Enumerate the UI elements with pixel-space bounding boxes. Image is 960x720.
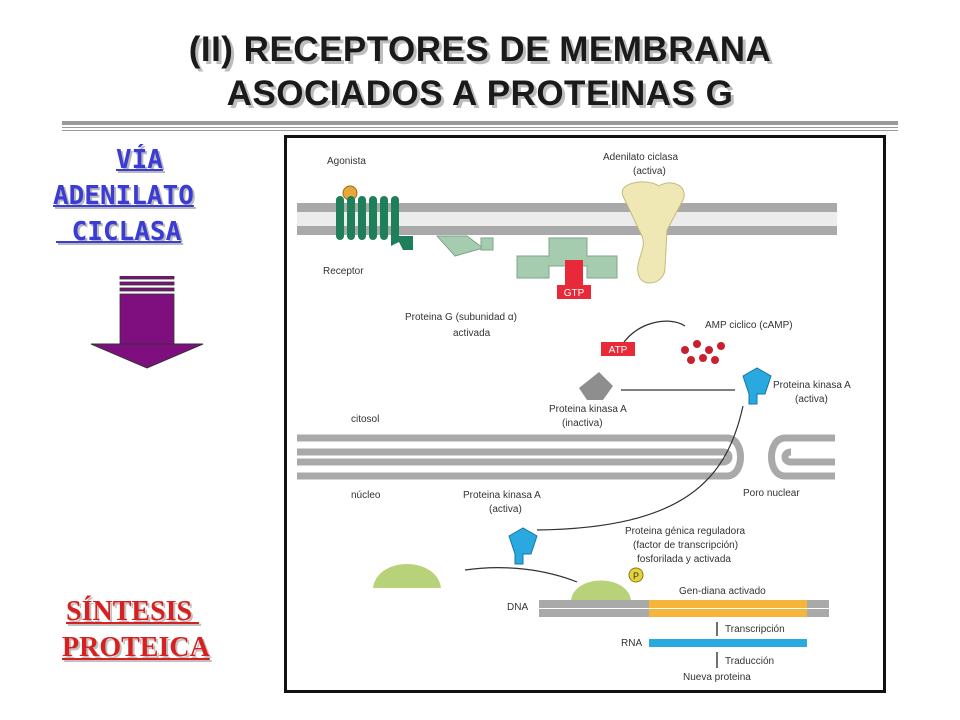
membrane-outer: [297, 203, 837, 212]
rna-label: RNA: [621, 638, 642, 649]
gtp-label: GTP: [564, 288, 585, 299]
pka-inactive-label-2: (inactiva): [562, 418, 603, 429]
title-rule-thin: [62, 127, 898, 128]
title-text: (II) RECEPTORES DE MEMBRANA: [188, 30, 772, 69]
gtp-block-icon: [565, 260, 583, 286]
title-shadow: ASOCIADOS A PROTEINAS G: [229, 77, 737, 116]
rna-strand: [649, 639, 807, 647]
dna-gene-strand: [649, 609, 807, 617]
receptor-icon: [336, 196, 413, 250]
membrane-inner: [297, 226, 837, 235]
phosphate-icon: [628, 567, 644, 583]
dna-strand-right: [807, 600, 829, 608]
pka-inactive-icon: [579, 372, 613, 400]
diagram-svg: Agonista Receptor GTP Proteina G (subuni…: [297, 152, 851, 683]
slide-title-line-1: (II) RECEPTORES DE MEMBRANA (II) RECEPTO…: [0, 30, 960, 72]
pka-active-label-2: (activa): [795, 394, 828, 405]
reg-label-1: Proteina génica reguladora: [625, 526, 746, 537]
proteina-g-label-1: Proteina G (subunidad α): [405, 312, 517, 323]
gtp-box: [557, 285, 591, 299]
g-alpha-icon: [516, 237, 618, 279]
p-label: P: [633, 571, 639, 581]
dna-label: DNA: [507, 602, 528, 613]
nuclear-envelope: [297, 434, 835, 480]
via-label-3: CICLASA: [56, 217, 182, 247]
g-beta-gamma-icon: [435, 235, 485, 257]
poro-nuclear-label: Poro nuclear: [743, 488, 800, 499]
receptor-label: Receptor: [323, 266, 364, 277]
sintesis-label-1: SÍNTESIS: [66, 596, 200, 627]
dna-strand-left: [539, 609, 649, 617]
camp-label: AMP ciclico (cAMP): [705, 320, 793, 331]
pka-nuc-label-1: Proteina kinasa A: [463, 490, 541, 501]
atp-label: ATP: [609, 345, 628, 356]
pka-active-icon: [742, 367, 772, 405]
gen-diana-label: Gen-diana activado: [679, 586, 766, 597]
transcripcion-label: Transcripción: [725, 624, 785, 635]
title-shadow: (II) RECEPTORES DE MEMBRANA: [191, 33, 775, 72]
citosol-label: citosol: [351, 414, 379, 425]
traduccion-label: Traducción: [725, 656, 774, 667]
dna-strand-left: [539, 600, 649, 608]
membrane-core: [297, 212, 837, 226]
sintesis-label-2: PROTEICA: [62, 632, 210, 663]
regulatory-protein-inactive-icon: [373, 564, 441, 588]
pka-nucleus-arrow: [536, 405, 744, 531]
proteina-g-label-2: activada: [453, 328, 491, 339]
down-arrow-icon: [90, 276, 204, 369]
dna-gene-strand: [649, 600, 807, 608]
signaling-diagram: Agonista Receptor GTP Proteina G (subuni…: [284, 135, 886, 693]
phosphorylation-arrow: [464, 567, 578, 583]
g-fragment-icon: [480, 237, 494, 251]
adenilato-ciclasa-label-2: (activa): [633, 166, 666, 177]
dna-strand-right: [807, 609, 829, 617]
title-rule-thick: [62, 121, 898, 125]
reg-label-2: (factor de transcripción): [633, 540, 738, 551]
regulatory-protein-active-icon: [571, 580, 631, 600]
agonista-label: Agonista: [327, 156, 366, 167]
pka-inactive-label-1: Proteina kinasa A: [549, 404, 627, 415]
nueva-proteina-label: Nueva proteina: [683, 672, 751, 683]
title-rule-thin: [62, 130, 898, 131]
nucleo-label: núcleo: [351, 490, 381, 501]
adenilato-ciclasa-label-1: Adenilato ciclasa: [603, 152, 678, 163]
pka-nuc-label-2: (activa): [489, 504, 522, 515]
via-label-2: ADENILATO: [53, 181, 194, 211]
slide-title-line-2: ASOCIADOS A PROTEINAS G ASOCIADOS A PROT…: [0, 74, 960, 116]
pka-active-label-1: Proteina kinasa A: [773, 380, 851, 391]
adenilato-ciclasa-icon: [621, 181, 685, 284]
atp-box: [601, 342, 635, 356]
camp-dots-icon: [681, 340, 725, 364]
reg-label-3: fosforilada y activada: [637, 554, 731, 565]
title-text: ASOCIADOS A PROTEINAS G: [226, 74, 734, 113]
via-label-1: VÍA: [116, 145, 163, 175]
pka-nucleus-icon: [508, 527, 538, 565]
